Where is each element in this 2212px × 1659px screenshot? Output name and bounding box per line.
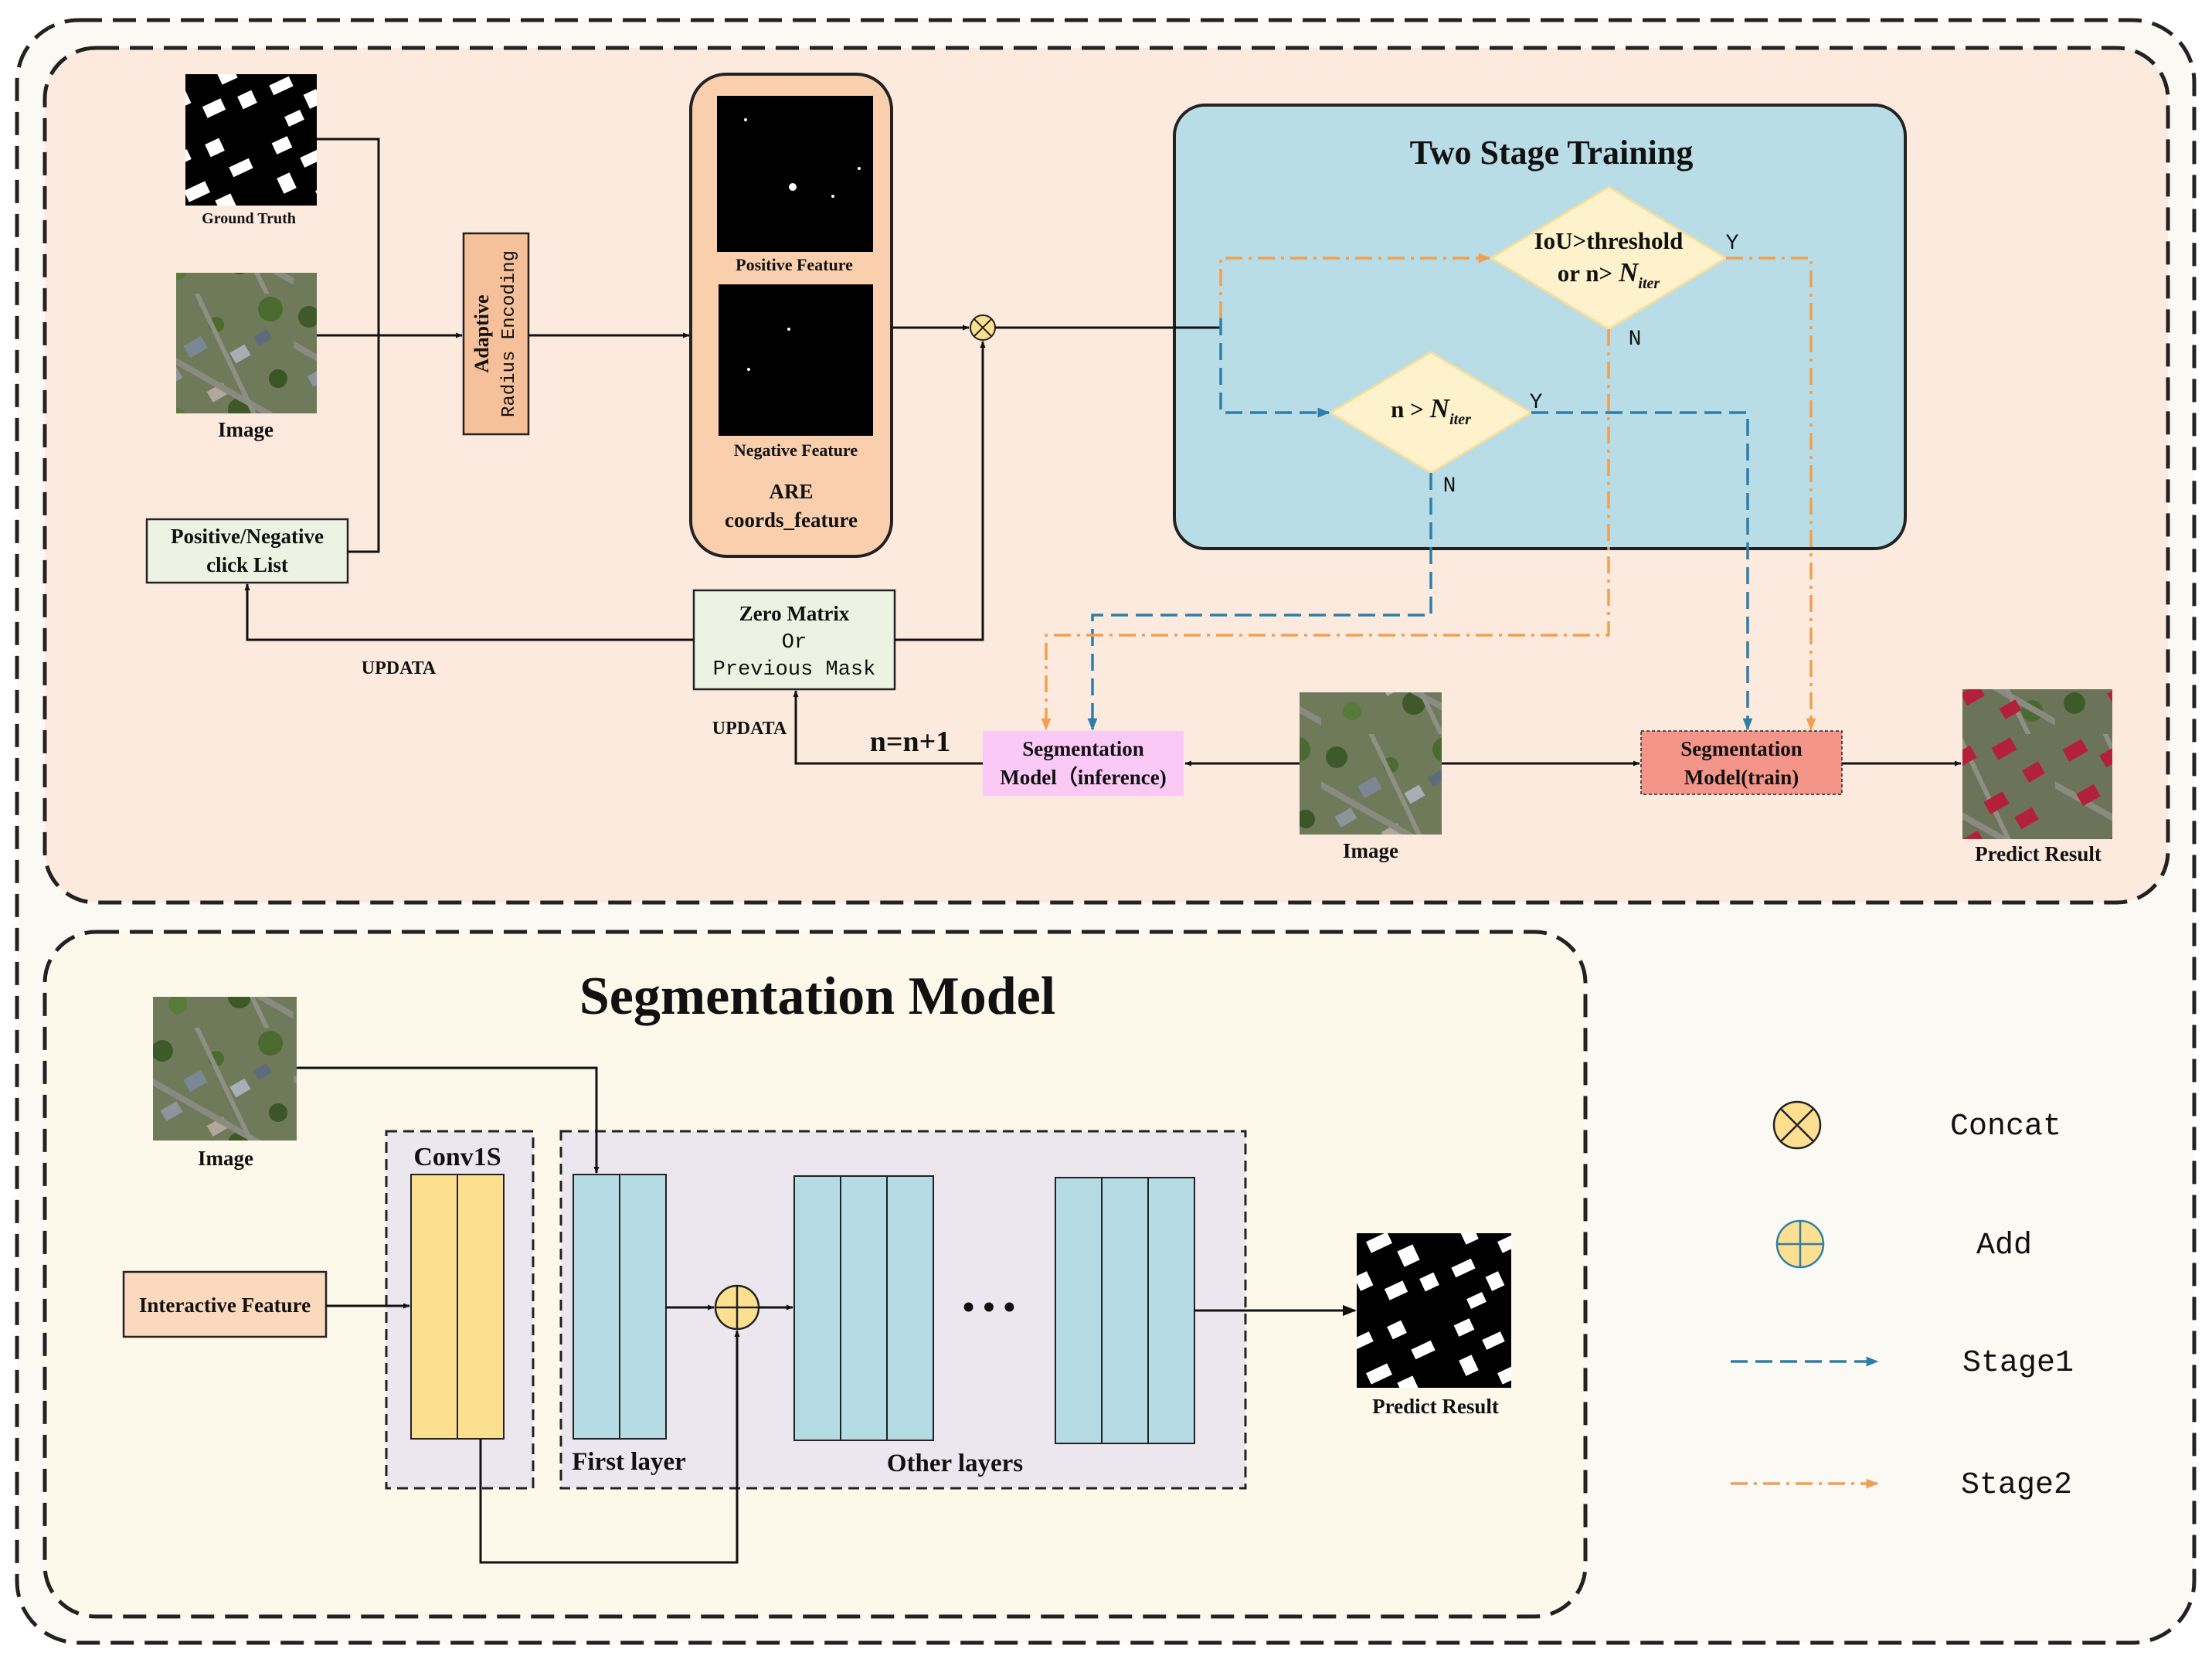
seg-connectors (297, 1066, 1357, 1564)
negative-click-dot (787, 328, 790, 331)
arrow-zeromatrix-to-concat (895, 341, 986, 641)
seg-inference-line2: Model（inference) (1000, 766, 1166, 789)
stage2-connectors (1041, 253, 1816, 731)
negative-click-dot-2 (747, 368, 750, 371)
input-image-label: Image (218, 418, 274, 441)
other-layers-block-1 (793, 1175, 934, 1441)
ellipsis: • • • (963, 1288, 1015, 1326)
positive-click-dot-small-2 (831, 195, 834, 198)
first-layer-label: First layer (572, 1448, 686, 1476)
arrow-update-clicklist (244, 583, 694, 641)
predict-result-image (1962, 689, 2112, 839)
negative-feature-map (719, 284, 873, 436)
updata-label-click: UPDATA (362, 658, 437, 678)
seg-model-inference-box (983, 731, 1184, 796)
positive-feature-map (717, 96, 873, 252)
concat-operator-cross (973, 318, 992, 337)
diamond2-yes-label: Y (1530, 391, 1543, 415)
other-layer-b-col-3 (1147, 1177, 1195, 1444)
seg-inference-line1: Segmentation (1022, 737, 1144, 760)
first-layer-col-2 (619, 1174, 667, 1440)
positive-feature-label: Positive Feature (736, 255, 853, 274)
stage1-line-no (1087, 473, 1432, 731)
segmentation-model-title: Segmentation Model (579, 967, 1055, 1026)
adaptive-label-line2: Radius Encoding (499, 250, 520, 417)
legend-concat-label: Concat (1950, 1110, 2061, 1144)
zero-matrix-box (692, 589, 896, 691)
first-layer-block (573, 1174, 667, 1440)
other-layer-b-col-2 (1101, 1177, 1149, 1444)
input-image (176, 273, 317, 413)
stage2-line-no (1041, 329, 1610, 731)
ground-truth-label: Ground Truth (202, 210, 296, 227)
click-list-line1: Positive/Negative (171, 525, 324, 548)
add-operator-plus (715, 1286, 759, 1329)
interactive-feature-label: Interactive Feature (139, 1294, 311, 1317)
other-layers-label: Other layers (887, 1450, 1023, 1477)
other-layers-block-2 (1055, 1177, 1195, 1444)
diamond1-yes-label: Y (1726, 232, 1739, 256)
predict-result-label: Predict Result (1975, 842, 2102, 865)
seg-predict-result-image (1357, 1233, 1511, 1388)
legend-add-label: Add (1976, 1229, 2032, 1263)
n-increment-label: n=n+1 (870, 726, 951, 758)
click-list-box (145, 518, 349, 584)
legend-add-icon-plus (1777, 1221, 1823, 1267)
diamond1-no-label: N (1629, 328, 1642, 352)
seg-train-line1: Segmentation (1680, 737, 1803, 760)
diamond2-text: n >Niter (1391, 393, 1471, 428)
are-label-line1: ARE (769, 480, 813, 503)
other-layer-a-col-2 (840, 1175, 888, 1441)
diamond1-line2: or n>Niter (1558, 257, 1660, 292)
stage1-line-yes (1531, 411, 1753, 731)
adaptive-radius-encoding-box (462, 232, 530, 436)
input-image-2 (1300, 692, 1442, 835)
stage1-connectors (1087, 318, 1753, 731)
ground-truth-image (185, 74, 317, 206)
conv1s-block-left (410, 1174, 458, 1440)
legend-stage1-label: Stage1 (1962, 1346, 2074, 1381)
top-connectors (244, 138, 1962, 767)
stage2-line-yes (1726, 257, 1816, 731)
stage1-line-entry (1219, 318, 1330, 418)
other-layer-a-col-1 (793, 1175, 841, 1441)
negative-feature-label: Negative Feature (734, 440, 858, 460)
zero-matrix-line2: Or (782, 631, 807, 654)
zero-matrix-line3: Previous Mask (713, 658, 876, 682)
line-gt-to-bus (317, 138, 380, 553)
other-layer-b-col-1 (1055, 1177, 1103, 1444)
seg-model-train-box (1640, 730, 1843, 795)
seg-train-line2: Model(train) (1684, 766, 1799, 789)
legend-concat-icon-cross (1780, 1108, 1814, 1142)
positive-click-dot-small-3 (858, 167, 861, 170)
legend-stage2-label: Stage2 (1961, 1468, 2072, 1503)
arrow-image-to-firstlayer (297, 1066, 600, 1174)
conv1s-block-right (457, 1174, 505, 1440)
arrow-update-mask (793, 690, 983, 765)
diamond1-line1: IoU>threshold (1534, 227, 1684, 254)
diamond2-no-label: N (1443, 474, 1456, 498)
two-stage-title: Two Stage Training (1410, 134, 1694, 172)
interactive-feature-box (122, 1270, 328, 1338)
legend: Concat Add Stage1 Stage2 (1731, 1100, 2074, 1503)
other-layer-a-col-3 (886, 1175, 934, 1441)
two-stage-training-box (1173, 104, 1907, 550)
input-image-2-label: Image (1343, 839, 1398, 862)
first-layer-col-1 (573, 1174, 620, 1440)
zero-matrix-line1: Zero Matrix (739, 602, 850, 625)
seg-input-image (153, 997, 297, 1141)
click-list-line2: click List (206, 553, 288, 576)
seg-predict-result-label: Predict Result (1372, 1395, 1499, 1418)
are-label-line2: coords_feature (725, 508, 858, 532)
adaptive-label-line1: Adaptive (471, 294, 493, 372)
updata-label-mask: UPDATA (712, 719, 787, 739)
arrow-conv-skip-to-add (479, 1330, 740, 1564)
stage2-line-entry (1219, 253, 1491, 318)
seg-input-image-label: Image (198, 1147, 253, 1170)
positive-click-dot-small (744, 118, 747, 121)
conv1s-label: Conv1S (413, 1143, 501, 1171)
positive-click-dot (789, 183, 797, 191)
